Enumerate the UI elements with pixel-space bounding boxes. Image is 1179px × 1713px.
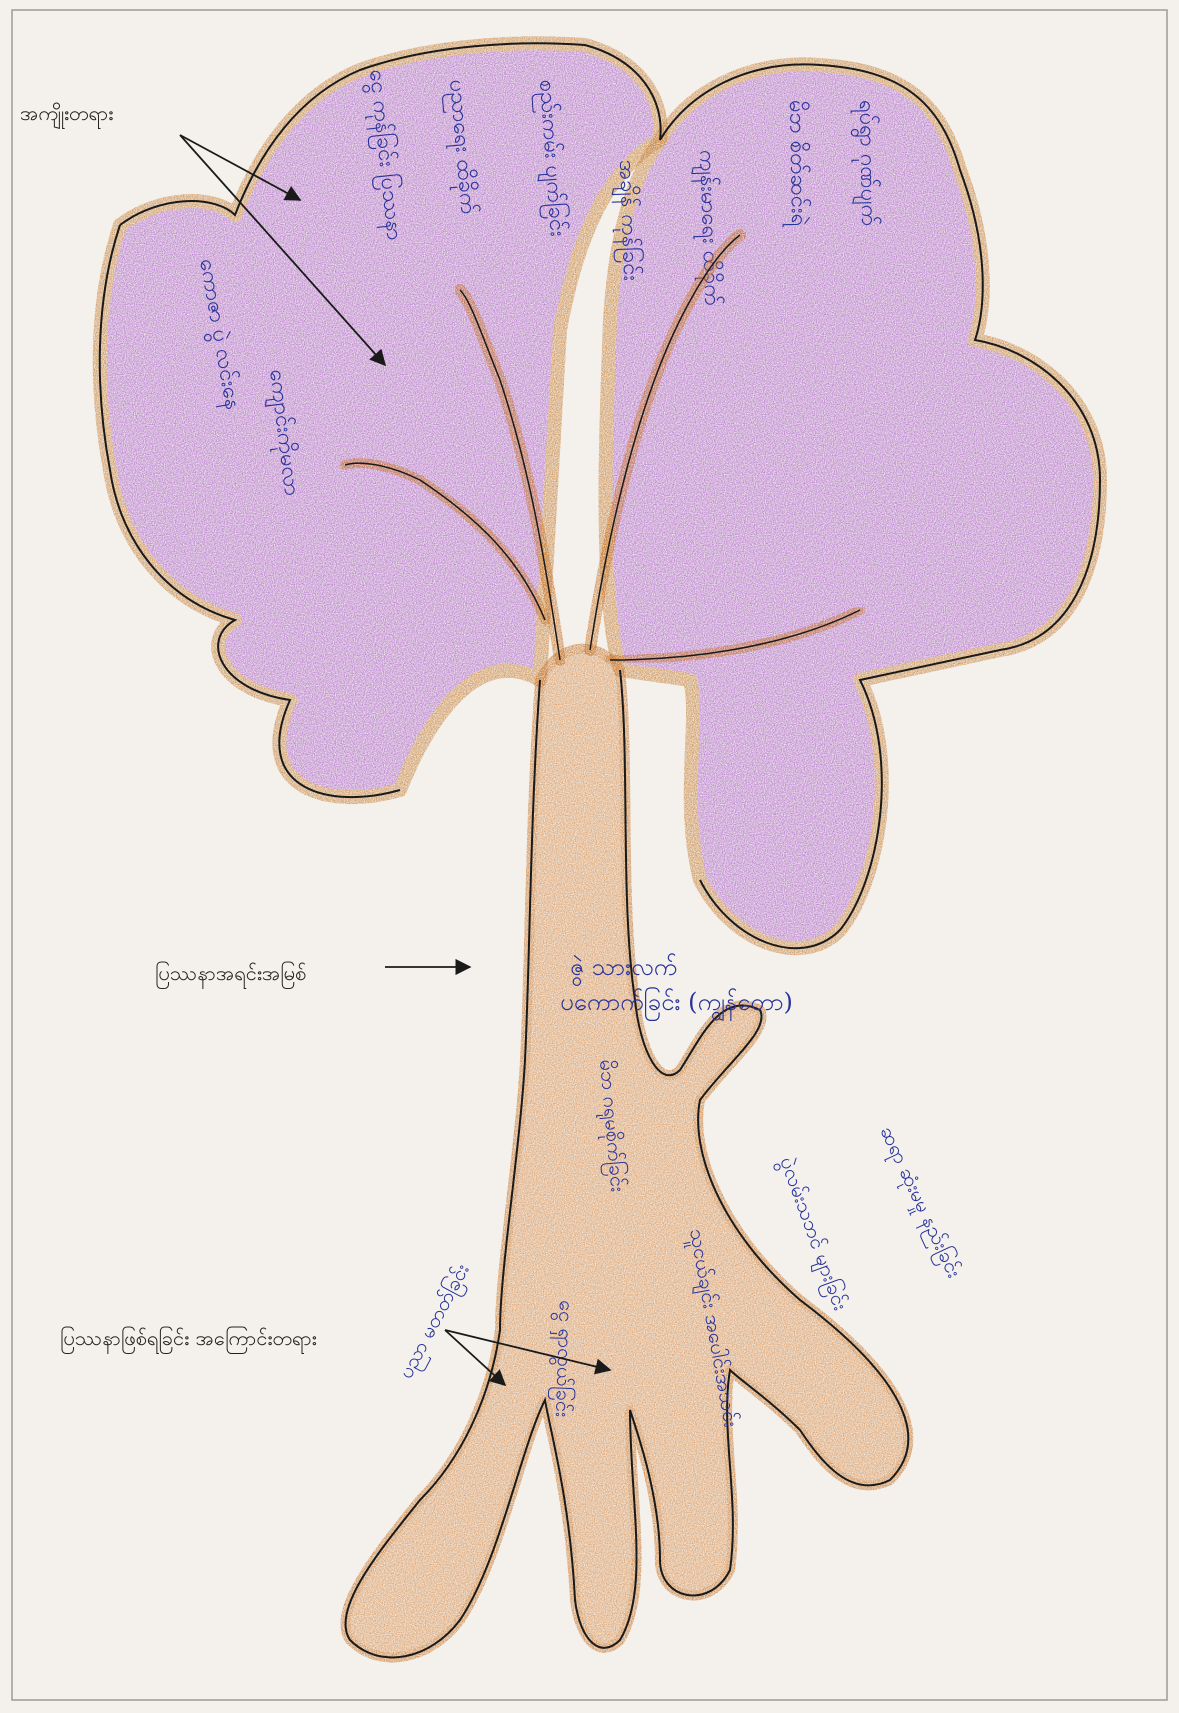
canopy-right-lobe [606, 64, 1100, 948]
label-causes: ပြဿနာဖြစ်ရခြင်း အကြောင်းတရား [60, 1325, 317, 1355]
root-note-6: ပညာ မတတ်ခြင်း [393, 1259, 477, 1384]
label-fruits: အကျိုးတရား [20, 100, 113, 130]
label-core-problem: ပြဿနာအရင်းအမြစ် [155, 960, 306, 990]
root-note-4: ဆရာ ဆုံးမမှု နည်းခြင်း [872, 1122, 967, 1283]
